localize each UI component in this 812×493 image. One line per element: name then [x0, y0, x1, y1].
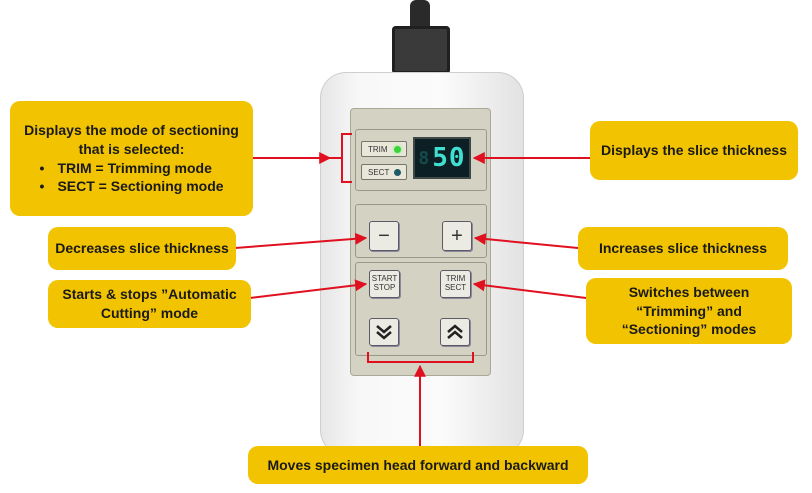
move-back-button[interactable] [369, 318, 399, 346]
switch-mode-callout: Switches between “Trimming” and “Section… [586, 278, 792, 344]
increase-arrow [473, 233, 579, 249]
cable-icon [410, 0, 430, 30]
mode-callout-title: Displays the mode of sectioning that is … [24, 121, 239, 157]
sect-led-icon [394, 169, 401, 176]
move-head-callout: Moves specimen head forward and backward [248, 446, 588, 484]
increase-button[interactable]: + [442, 221, 472, 251]
decrease-arrow [234, 232, 368, 249]
start-stop-callout: Starts & stops ”Automatic Cutting” mode [48, 280, 251, 328]
mode-callout: Displays the mode of sectioning that is … [10, 101, 253, 216]
mode-callout-item-sect: SECT = Sectioning mode [39, 177, 223, 196]
mode-bracket [341, 133, 352, 183]
sect-indicator-label: SECT [368, 167, 390, 177]
start-label: START [371, 274, 398, 284]
display-dim-digit: 8 [418, 147, 431, 169]
sect-key-label: SECT [444, 283, 467, 292]
connector-icon [392, 26, 450, 74]
stop-label: STOP [373, 283, 396, 292]
double-chevron-down-icon [376, 325, 392, 340]
decrease-callout: Decreases slice thickness [48, 227, 236, 270]
trim-led-icon [394, 146, 401, 153]
decrease-button[interactable]: − [369, 221, 399, 251]
sect-indicator: SECT [361, 164, 407, 180]
mode-callout-item-trim: TRIM = Trimming mode [39, 159, 223, 178]
operation-keys-frame [355, 262, 487, 356]
thickness-keys-frame [355, 204, 487, 258]
move-forward-button[interactable] [440, 318, 470, 346]
trim-indicator: TRIM [361, 141, 407, 157]
trim-sect-button[interactable]: TRIM SECT [440, 270, 471, 298]
move-bracket [367, 352, 474, 363]
plus-icon: + [451, 224, 463, 247]
trim-key-label: TRIM [445, 274, 466, 284]
switch-arrow [472, 279, 587, 299]
start-stop-button[interactable]: START STOP [369, 270, 400, 298]
mode-display-frame [355, 129, 487, 191]
start-stop-arrow [249, 279, 368, 299]
double-chevron-up-icon [447, 324, 463, 339]
thickness-display-callout: Displays the slice thickness [590, 121, 798, 180]
minus-icon: − [378, 224, 390, 247]
display-value: 50 [432, 143, 466, 173]
mode-callout-list: TRIM = Trimming mode SECT = Sectioning m… [39, 159, 223, 197]
thickness-display: 8 50 [413, 137, 471, 179]
increase-callout: Increases slice thickness [578, 227, 788, 270]
trim-indicator-label: TRIM [368, 144, 388, 154]
